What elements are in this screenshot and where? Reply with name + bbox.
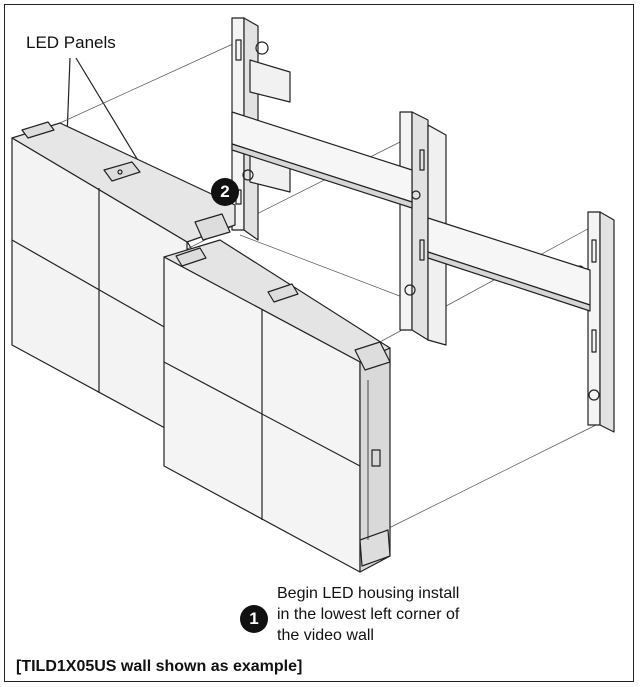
back-led-panel-block: [11, 121, 236, 441]
front-led-panel-block: [163, 239, 391, 573]
led-panels-label: LED Panels: [26, 33, 116, 52]
step-1-line-2: in the lowest left corner of: [277, 606, 460, 623]
step-1-line-3: the video wall: [277, 627, 374, 644]
step-2-badge: 2: [211, 178, 239, 206]
step-1-badge: 1: [240, 605, 268, 633]
horizontal-beams: [231, 111, 591, 312]
step-1-line-1: Begin LED housing install: [277, 585, 460, 602]
step-1-instruction: Begin LED housing install in the lowest …: [277, 583, 459, 646]
example-caption: [TILD1X05US wall shown as example]: [16, 658, 303, 675]
mounting-rail-3: [575, 211, 615, 433]
